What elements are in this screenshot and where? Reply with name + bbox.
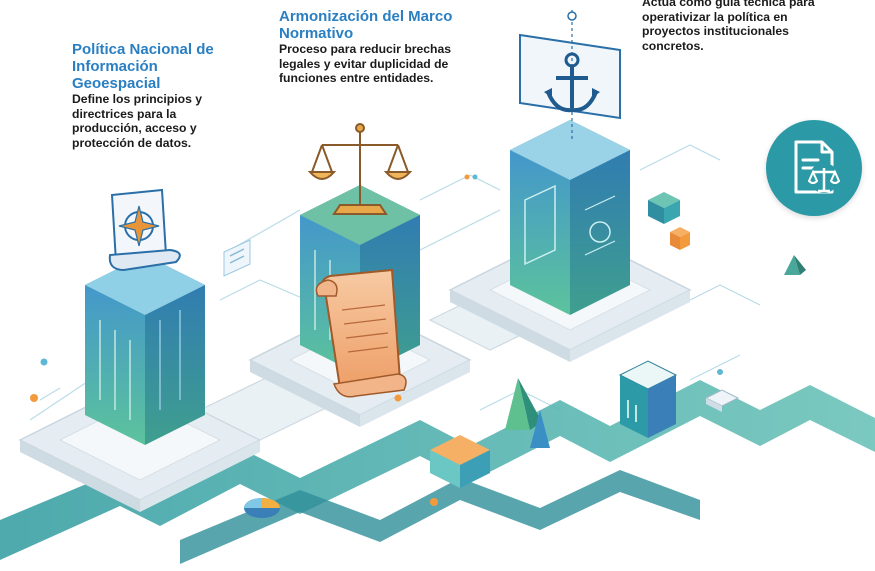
data-cube-right bbox=[618, 360, 678, 438]
step-2-title: Armonización del Marco Normativo bbox=[279, 8, 453, 42]
step-1-title: Política Nacional de Información Geoespa… bbox=[72, 41, 214, 92]
step-2-description: Proceso para reducir brechas legales y e… bbox=[279, 42, 452, 85]
tower-3 bbox=[510, 120, 630, 315]
pyramid-markers bbox=[505, 255, 806, 448]
legal-document-badge bbox=[766, 120, 862, 216]
anchor-blueprint-icon bbox=[519, 10, 621, 140]
tower-1 bbox=[85, 255, 205, 445]
step-1-label: Política Nacional de Información Geoespa… bbox=[72, 41, 247, 150]
step-3-description: Actúa como guía técnica para operativiza… bbox=[642, 0, 815, 53]
compass-rose-scroll-icon bbox=[108, 188, 181, 272]
law-scroll-icon bbox=[315, 268, 407, 398]
step-1-description: Define los principios y directrices para… bbox=[72, 92, 203, 150]
small-cubes bbox=[648, 192, 690, 250]
mini-box bbox=[704, 389, 740, 412]
node-dots bbox=[30, 174, 723, 506]
step-2-label: Armonización del Marco Normativo Proceso… bbox=[279, 8, 469, 86]
document-screen-icon bbox=[223, 239, 251, 277]
pie-chart-icon bbox=[244, 498, 280, 518]
legal-document-scales-icon bbox=[794, 140, 841, 194]
data-cube-left bbox=[430, 435, 490, 488]
step-3-label: Actúa como guía técnica para operativiza… bbox=[642, 0, 847, 53]
scales-of-justice-icon bbox=[307, 123, 413, 215]
